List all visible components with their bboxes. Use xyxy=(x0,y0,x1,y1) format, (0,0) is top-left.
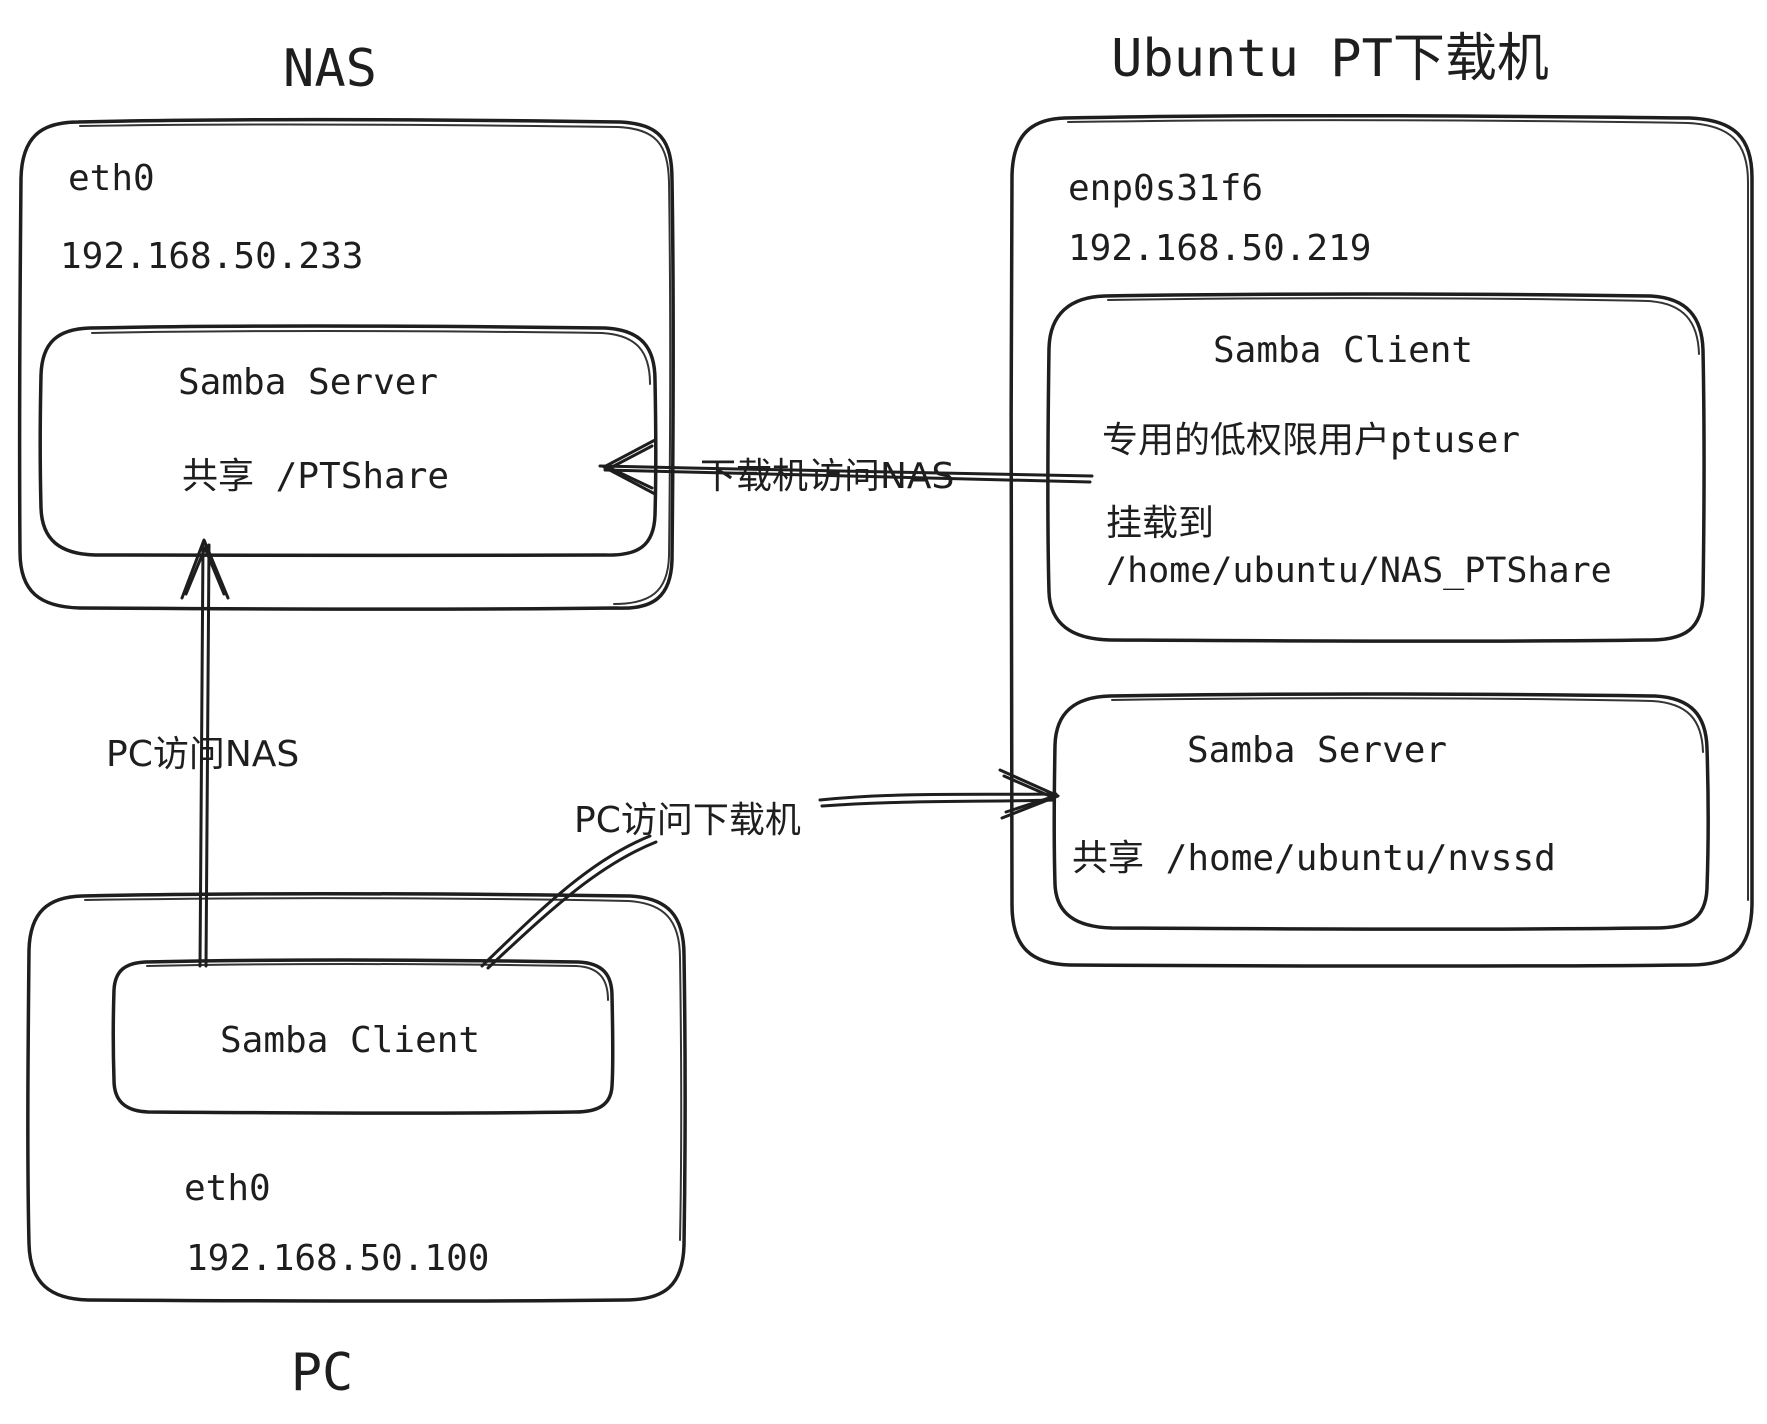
pc-node: Samba Client eth0 192.168.50.100 PC xyxy=(26,891,687,1403)
edge-pc-to-nas-label: PC访问NAS xyxy=(106,734,299,775)
pc-samba-client: Samba Client xyxy=(111,958,615,1115)
edge-pc-to-nas-line xyxy=(198,543,205,968)
edge-ubuntu-to-nas-arrowhead xyxy=(602,438,657,496)
ubuntu-samba-client-name: Samba Client xyxy=(1213,330,1473,371)
nas-samba-server-name: Samba Server xyxy=(178,362,438,403)
ubuntu-samba-server-share: 共享 /home/ubuntu/nvssd xyxy=(1072,838,1556,879)
ubuntu-interface: enp0s31f6 xyxy=(1068,168,1263,209)
nas-title: NAS xyxy=(283,39,377,99)
ubuntu-samba-client-box xyxy=(1046,292,1706,643)
ubuntu-samba-server-name: Samba Server xyxy=(1187,730,1447,771)
edge-pc-to-nas: PC访问NAS xyxy=(106,538,299,968)
edge-pc-to-ubuntu-line xyxy=(480,792,1058,968)
pc-box xyxy=(26,891,687,1303)
pc-interface: eth0 xyxy=(184,1168,271,1209)
edge-pc-to-ubuntu-label: PC访问下载机 xyxy=(574,800,801,841)
edge-ubuntu-to-nas: 下载机访问NAS xyxy=(598,438,1094,497)
ubuntu-samba-client-mount-path: /home/ubuntu/NAS_PTShare xyxy=(1106,551,1612,591)
ubuntu-title: Ubuntu PT下载机 xyxy=(1111,29,1549,89)
ubuntu-samba-client: Samba Client 专用的低权限用户ptuser 挂载到 /home/ub… xyxy=(1046,292,1706,643)
nas-box xyxy=(17,117,675,611)
ubuntu-samba-client-user: 专用的低权限用户ptuser xyxy=(1102,420,1520,461)
ubuntu-samba-client-mount-label: 挂载到 xyxy=(1106,503,1214,544)
edge-pc-to-ubuntu: PC访问下载机 xyxy=(480,768,1060,970)
pc-samba-client-name: Samba Client xyxy=(220,1020,480,1061)
edge-ubuntu-to-nas-label: 下载机访问NAS xyxy=(700,456,954,497)
ubuntu-samba-server-box xyxy=(1052,692,1710,931)
nas-node: NAS eth0 192.168.50.233 Samba Server 共享 … xyxy=(17,39,675,611)
pc-samba-client-box xyxy=(111,958,615,1115)
nas-samba-server-share: 共享 /PTShare xyxy=(182,456,449,497)
nas-samba-server: Samba Server 共享 /PTShare xyxy=(38,324,658,558)
pc-title: PC xyxy=(291,1343,354,1403)
ubuntu-node: Ubuntu PT下载机 enp0s31f6 192.168.50.219 Sa… xyxy=(1009,29,1755,968)
pc-ip: 192.168.50.100 xyxy=(186,1238,489,1279)
nas-ip: 192.168.50.233 xyxy=(60,236,363,277)
nas-interface: eth0 xyxy=(68,158,155,199)
edge-ubuntu-to-nas-line xyxy=(598,464,1094,478)
ubuntu-samba-server: Samba Server 共享 /home/ubuntu/nvssd xyxy=(1052,692,1710,931)
nas-samba-server-box xyxy=(38,324,658,558)
ubuntu-ip: 192.168.50.219 xyxy=(1068,228,1371,269)
edge-pc-to-ubuntu-arrowhead xyxy=(998,768,1060,820)
edge-pc-to-nas-arrowhead xyxy=(180,538,230,600)
ubuntu-box xyxy=(1009,113,1755,968)
